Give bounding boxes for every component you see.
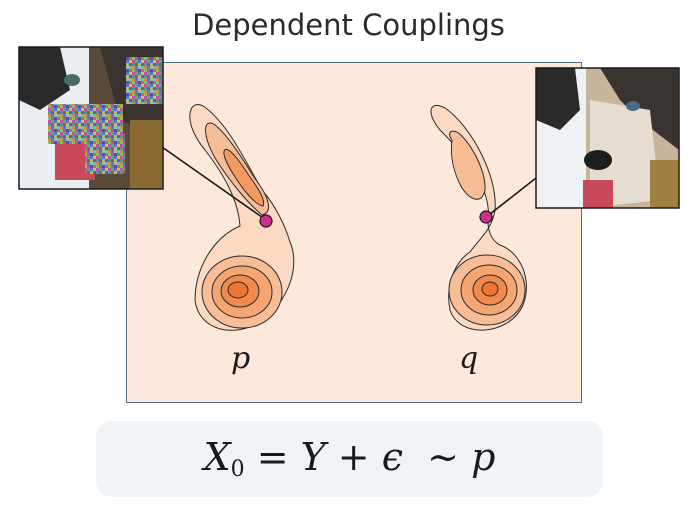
distribution-p-contours xyxy=(189,104,295,331)
page-title: Dependent Couplings xyxy=(192,8,505,42)
husky-clean-image xyxy=(535,67,680,209)
formula-y: Y xyxy=(300,435,326,479)
distribution-q-contours xyxy=(430,105,527,331)
connector-line-right xyxy=(484,177,537,219)
formula-p: p xyxy=(471,435,496,479)
formula-tilde: ∼ xyxy=(403,435,472,479)
connector-line-left xyxy=(161,146,267,221)
formula-x: X xyxy=(203,435,231,479)
coupling-formula: X0 = Y + ϵ ∼ p xyxy=(96,435,603,482)
sample-point-q xyxy=(479,210,493,224)
formula-box: X0 = Y + ϵ ∼ p xyxy=(96,421,603,497)
label-q: q xyxy=(459,341,478,376)
formula-equals: = xyxy=(244,435,301,479)
formula-x-subscript: 0 xyxy=(230,457,245,482)
formula-epsilon: ϵ xyxy=(381,435,404,479)
label-p: p xyxy=(231,341,250,376)
husky-noisy-image xyxy=(18,46,164,190)
sample-point-p xyxy=(259,214,273,228)
formula-plus: + xyxy=(325,435,382,479)
